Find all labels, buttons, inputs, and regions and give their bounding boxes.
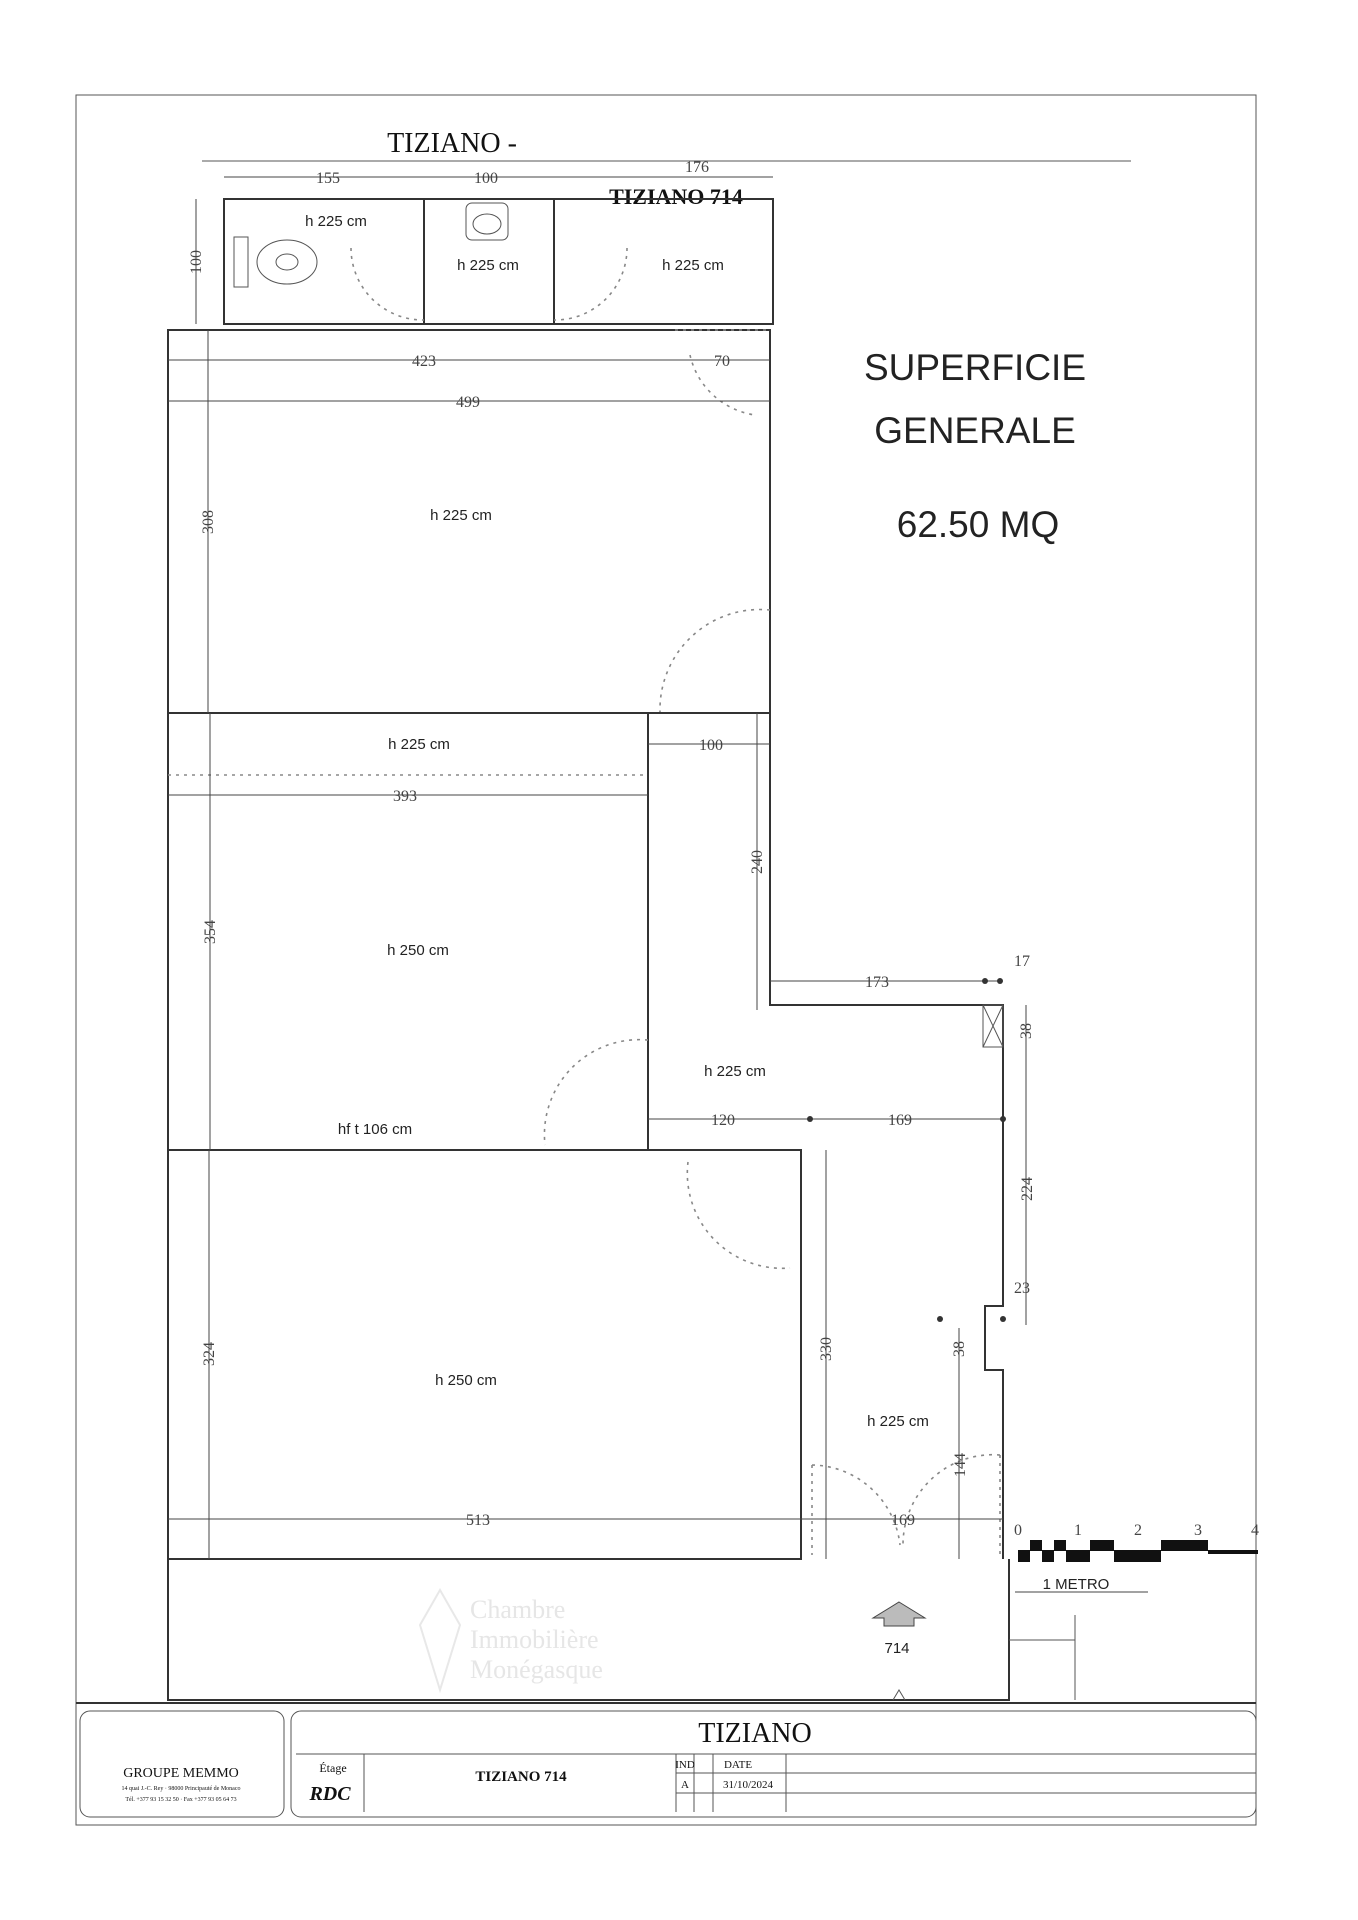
svg-text:h 225 cm: h 225 cm <box>305 213 367 230</box>
watermark: Chambre Immobilière Monégasque <box>418 1587 603 1694</box>
toilet-icon <box>233 236 318 288</box>
company-phone: Tél. +377 93 15 32 50 · Fax +377 93 05 6… <box>125 1797 236 1803</box>
company-address: 14 quai J.-C. Rey · 98000 Principauté de… <box>122 1786 241 1792</box>
date-value: 31/10/2024 <box>723 1779 774 1791</box>
dimension-lines <box>168 176 1027 1559</box>
svg-text:499: 499 <box>456 394 480 411</box>
svg-text:4: 4 <box>1251 1522 1259 1539</box>
svg-text:Immobilière: Immobilière <box>470 1625 599 1654</box>
svg-text:169: 169 <box>891 1512 915 1529</box>
svg-text:h 250 cm: h 250 cm <box>435 1372 497 1389</box>
scale-bar: 0 1 2 3 4 1 METRO <box>1014 1522 1259 1593</box>
project-name: TIZIANO <box>698 1718 812 1749</box>
entry-marker <box>892 1689 906 1701</box>
page-frame <box>75 94 1257 1826</box>
svg-text:h 225 cm: h 225 cm <box>662 257 724 274</box>
svg-text:100: 100 <box>699 737 723 754</box>
svg-text:h 225 cm: h 225 cm <box>704 1063 766 1080</box>
svg-text:224: 224 <box>1019 1177 1036 1201</box>
svg-text:h 225 cm: h 225 cm <box>430 507 492 524</box>
door-swings <box>168 247 1001 1555</box>
dimension-labels: 155 100 176 100 423 70 499 308 100 393 2… <box>188 159 1036 1529</box>
area-title-line1: SUPERFICIE <box>864 347 1086 388</box>
svg-text:169: 169 <box>888 1112 912 1129</box>
svg-text:38: 38 <box>1018 1023 1035 1039</box>
svg-text:Chambre: Chambre <box>470 1595 565 1624</box>
svg-text:2: 2 <box>1134 1522 1142 1539</box>
svg-text:23: 23 <box>1014 1280 1030 1297</box>
room-labels: h 225 cm h 225 cm h 225 cm h 225 cm h 22… <box>305 213 929 1430</box>
floor-value: RDC <box>308 1783 351 1805</box>
date-header: DATE <box>724 1759 752 1771</box>
walls <box>167 198 1076 1701</box>
svg-text:3: 3 <box>1194 1522 1202 1539</box>
area-value: 62.50 MQ <box>897 504 1059 545</box>
svg-text:0: 0 <box>1014 1522 1022 1539</box>
svg-text:100: 100 <box>188 250 205 274</box>
svg-text:354: 354 <box>202 920 219 944</box>
header-title: TIZIANO - <box>387 128 517 159</box>
scale-label: 1 METRO <box>1043 1576 1110 1593</box>
ind-value: A <box>681 1779 689 1791</box>
svg-text:423: 423 <box>412 353 436 370</box>
svg-text:h 250 cm: h 250 cm <box>387 942 449 959</box>
svg-text:240: 240 <box>749 850 766 874</box>
svg-text:70: 70 <box>714 353 730 370</box>
svg-text:100: 100 <box>474 170 498 187</box>
svg-text:308: 308 <box>200 510 217 534</box>
svg-text:38: 38 <box>951 1341 968 1357</box>
svg-text:513: 513 <box>466 1512 490 1529</box>
company-name: GROUPE MEMMO <box>123 1766 239 1781</box>
svg-text:Monégasque: Monégasque <box>470 1655 603 1684</box>
svg-text:176: 176 <box>685 159 709 176</box>
svg-text:h 225 cm: h 225 cm <box>867 1413 929 1430</box>
svg-text:144: 144 <box>952 1453 969 1477</box>
svg-text:h 225 cm: h 225 cm <box>457 257 519 274</box>
svg-text:173: 173 <box>865 974 889 991</box>
svg-text:324: 324 <box>201 1342 218 1366</box>
header-subtitle: TIZIANO 714 <box>609 184 743 209</box>
svg-text:393: 393 <box>393 788 417 805</box>
title-block: GROUPE MEMMO 14 quai J.-C. Rey · 98000 P… <box>76 1702 1257 1818</box>
svg-text:120: 120 <box>711 1112 735 1129</box>
ind-header: IND <box>675 1759 695 1771</box>
floor-label: Étage <box>319 1761 346 1775</box>
unit-name: TIZIANO 714 <box>475 1769 567 1785</box>
svg-text:hf t 106 cm: hf t 106 cm <box>338 1121 412 1138</box>
entrance-arrow-icon <box>871 1601 927 1627</box>
svg-text:17: 17 <box>1014 953 1030 970</box>
area-title-line2: GENERALE <box>874 410 1076 451</box>
svg-text:h 225 cm: h 225 cm <box>388 736 450 753</box>
entrance-label: 714 <box>884 1640 909 1657</box>
svg-text:155: 155 <box>316 170 340 187</box>
svg-text:330: 330 <box>818 1337 835 1361</box>
sink-icon <box>465 202 509 241</box>
svg-text:1: 1 <box>1074 1522 1082 1539</box>
